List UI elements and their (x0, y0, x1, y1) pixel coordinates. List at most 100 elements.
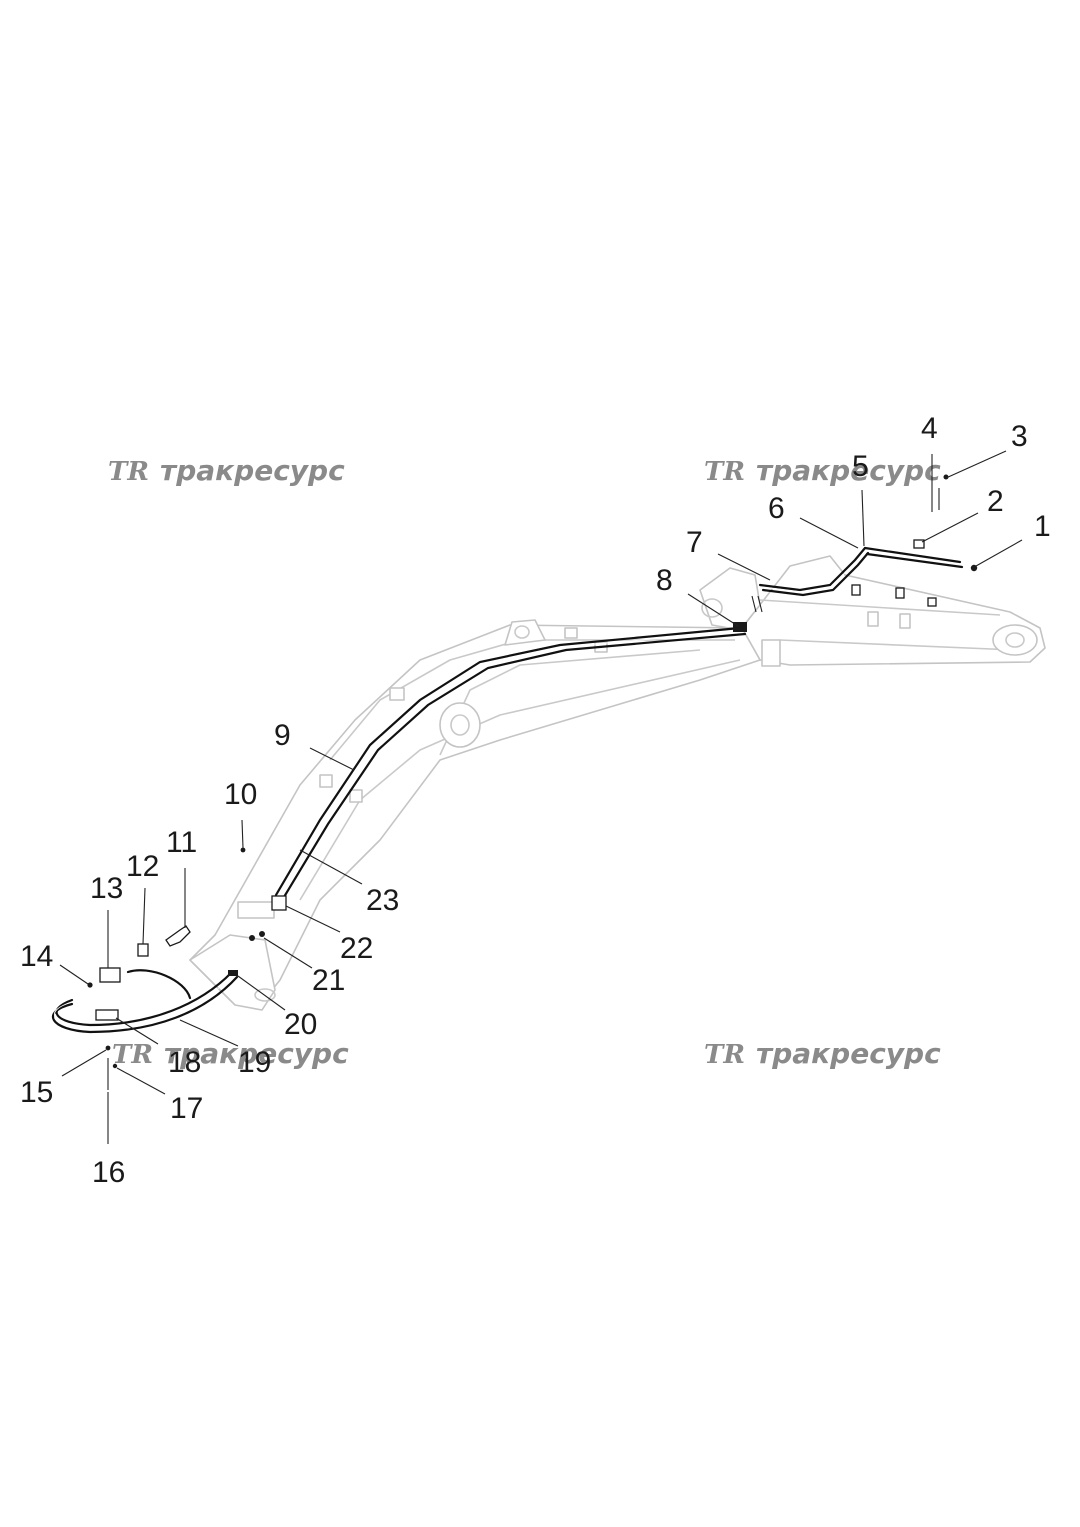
boom-body (189, 624, 761, 1006)
boom-base-pin (254, 988, 276, 1002)
leader-15 (61, 1049, 107, 1077)
boom-web-lower (299, 659, 741, 901)
leader-23 (299, 849, 363, 885)
arm-hose-7 (758, 546, 867, 592)
leader-7 (717, 553, 771, 581)
watermark-logo: TR (108, 457, 149, 487)
arm-top-edge (759, 599, 1001, 616)
watermark-text: тракресурс (756, 1037, 941, 1070)
callout-labels: 1 2 3 4 5 6 7 8 9 10 11 12 13 14 15 16 1… (20, 412, 1051, 1189)
part-12-fitting (137, 943, 149, 957)
callout-22: 22 (340, 932, 373, 965)
boom-web-upper (329, 639, 735, 761)
leader-21 (263, 937, 313, 969)
leader-17 (116, 1067, 166, 1095)
watermark-top-left: TR тракресурс (108, 454, 345, 487)
boom-hose-b (282, 632, 747, 899)
part-3-bolt (943, 474, 949, 480)
callout-11: 11 (166, 826, 197, 859)
leader-10 (241, 819, 244, 849)
callout-4: 4 (921, 412, 938, 445)
arm-end-pin-hole (1005, 632, 1025, 648)
boom-top-bracket (504, 619, 546, 646)
watermark-bottom-right: TR тракресурс (704, 1037, 941, 1070)
leader-6 (799, 517, 859, 549)
part-20-fitting (228, 970, 238, 976)
part-2-clamp (913, 539, 925, 549)
callout-6: 6 (768, 492, 785, 525)
leader-22 (285, 905, 341, 933)
part-clip (895, 587, 905, 599)
leader-3 (945, 450, 1007, 479)
part-15-washer (105, 1045, 111, 1051)
boom-structure (189, 555, 1046, 1011)
boom-base-bracket (237, 901, 275, 919)
callout-21: 21 (312, 964, 345, 997)
part-14-bolt (87, 982, 93, 988)
boom-foot-pin-hole (450, 714, 470, 736)
arm-steel-line (863, 546, 962, 564)
leader-5 (861, 489, 865, 547)
callout-7: 7 (686, 526, 703, 559)
part-1-nut (970, 564, 978, 572)
callout-18: 18 (168, 1046, 201, 1079)
lower-hose-upper (126, 969, 192, 1000)
callout-3: 3 (1011, 420, 1028, 453)
leader-14 (59, 964, 89, 985)
callout-12: 12 (126, 850, 159, 883)
callout-5: 5 (852, 450, 869, 483)
boom-tab-5 (349, 789, 363, 803)
lower-hose-19 (51, 975, 239, 1034)
callout-16: 16 (92, 1156, 125, 1189)
watermark-logo: TR (112, 1040, 153, 1070)
watermark-logo: TR (704, 1040, 745, 1070)
arm-bottom-edge (779, 639, 1016, 651)
watermark-text: тракресурс (160, 454, 345, 487)
arm-end-pin (992, 624, 1038, 656)
leader-2 (921, 512, 979, 543)
part-bracket (95, 1009, 119, 1021)
part-21-nut (249, 935, 255, 941)
part-17-washer (112, 1063, 118, 1069)
callout-15: 15 (20, 1076, 53, 1109)
leader-20 (237, 975, 286, 1011)
part-22-block (271, 895, 287, 911)
part-10-bolt (240, 847, 246, 853)
callout-17: 17 (170, 1092, 203, 1125)
arm-clamp-1 (867, 611, 879, 627)
boom-tab-2 (564, 627, 578, 639)
boom-tab-4 (319, 774, 333, 788)
part-clip-2 (851, 584, 861, 596)
callout-23: 23 (366, 884, 399, 917)
part-13-block (99, 967, 121, 983)
bracket-pin (701, 598, 723, 618)
leader-lines (59, 450, 1023, 1144)
leader-9 (309, 747, 355, 771)
leader-19 (179, 1019, 239, 1047)
leader-1 (975, 539, 1023, 567)
part-11-fitting (165, 925, 191, 947)
watermark-bottom-left: TR тракресурс (112, 1037, 349, 1070)
callout-13: 13 (90, 872, 123, 905)
callout-1: 1 (1034, 510, 1051, 543)
watermark-text: тракресурс (164, 1037, 349, 1070)
part-8-fitting (733, 622, 747, 632)
leader-8 (687, 593, 739, 627)
callout-2: 2 (987, 485, 1004, 518)
leader-12 (142, 887, 146, 945)
boom-hose-a (274, 626, 742, 897)
watermark-text: тракресурс (756, 454, 941, 487)
callout-19: 19 (238, 1046, 271, 1079)
arm-clamp-2 (899, 613, 911, 629)
callout-9: 9 (274, 719, 291, 752)
callout-10: 10 (224, 778, 257, 811)
boom-tab-1 (389, 687, 405, 701)
callout-14: 14 (20, 940, 53, 973)
watermark-top-right: TR тракресурс (704, 454, 941, 487)
watermark-logo: TR (704, 457, 745, 487)
boom-top-pin (514, 625, 530, 639)
small-parts (87, 474, 978, 1090)
callout-20: 20 (284, 1008, 317, 1041)
arm-hose-6 (761, 551, 870, 597)
